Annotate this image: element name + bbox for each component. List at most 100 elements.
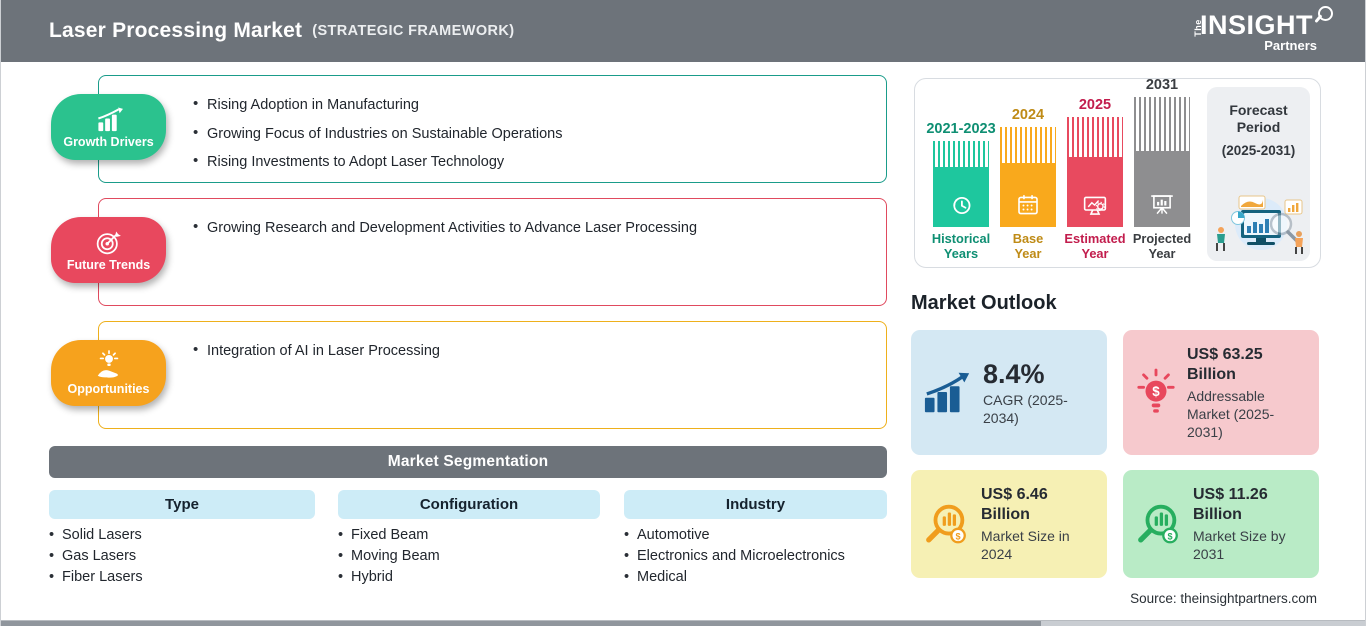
- segment-header-industry: Industry: [624, 490, 887, 519]
- forecast-period-panel: Forecast Period (2025-2031): [1207, 87, 1310, 261]
- list-item: Hybrid: [338, 567, 440, 588]
- opportunities-list: Integration of AI in Laser Processing: [193, 342, 886, 359]
- insight-partners-logo: The INSIGHT Partners: [1193, 6, 1333, 55]
- timeline-caption: Estimated Year: [1064, 231, 1126, 261]
- segment-header-label: Type: [165, 496, 199, 513]
- addressable-market-card: $ US$ 63.25 Billion Addressable Market (…: [1123, 330, 1319, 455]
- bulb-dollar-icon: $: [1135, 368, 1177, 418]
- future-trends-list: Growing Research and Development Activit…: [193, 219, 886, 236]
- list-item: Solid Lasers: [49, 525, 143, 546]
- bullet-item: Rising Adoption in Manufacturing: [193, 96, 886, 113]
- market-size-2031-value: US$ 11.26 Billion: [1193, 486, 1268, 523]
- timeline-bar: [1067, 117, 1123, 227]
- timeline-bar-projected: 2031 Projected Year: [1133, 77, 1191, 261]
- timeline-caption: Base Year: [1012, 231, 1044, 261]
- forecast-line: Period: [1236, 119, 1281, 135]
- market-segmentation-bar: Market Segmentation: [49, 446, 887, 478]
- timeline-year: 2025: [1078, 97, 1112, 113]
- badge-label: Growth Drivers: [63, 134, 154, 149]
- cagr-value: 8.4%: [983, 358, 1045, 389]
- bar-stripes: [1000, 127, 1056, 163]
- analytics-illustration: [1216, 195, 1303, 254]
- badge-label: Future Trends: [66, 258, 151, 272]
- monitor-gear-icon: [1083, 196, 1107, 215]
- timeline-bar-estimated: 2025 Estimated Year: [1064, 97, 1126, 261]
- logo-word-partners: Partners: [1264, 38, 1317, 53]
- magnifier-icon: [1318, 6, 1333, 21]
- target-dart-icon: [96, 231, 121, 255]
- timeline-bar: [1134, 97, 1190, 227]
- growth-drivers-box: Rising Adoption in Manufacturing Growing…: [98, 75, 887, 183]
- clock-history-icon: [953, 196, 971, 215]
- header-bar: Laser Processing Market (STRATEGIC FRAME…: [1, 0, 1365, 62]
- forecast-period-title: Forecast Period: [1207, 102, 1310, 136]
- bar-stripes: [1067, 117, 1123, 157]
- opportunities-box: Integration of AI in Laser Processing: [98, 321, 887, 429]
- caption-line: Base: [1012, 231, 1044, 246]
- bar-stripes: [1134, 97, 1190, 151]
- source-attribution: Source: theinsightpartners.com: [1130, 591, 1317, 606]
- page-title: Laser Processing Market: [49, 19, 303, 42]
- bullet-item: Growing Focus of Industries on Sustainab…: [193, 125, 886, 142]
- timeline-bar: [1000, 127, 1056, 227]
- timeline-caption: Historical Years: [931, 231, 991, 261]
- caption-line: Historical: [931, 231, 991, 246]
- list-item: Moving Beam: [338, 546, 440, 567]
- list-item: Electronics and Microelectronics: [624, 546, 845, 567]
- timeline-year: 2024: [1011, 107, 1045, 123]
- caption-line: Estimated: [1064, 231, 1126, 246]
- market-size-2024-caption: Market Size in 2024: [981, 528, 1070, 562]
- caption-line: Year: [1081, 245, 1109, 261]
- caption-line: Year: [1014, 245, 1042, 261]
- segment-header-configuration: Configuration: [338, 490, 600, 519]
- growth-arrow-bars-icon: [923, 371, 973, 415]
- magnifier-chart-icon: $: [923, 500, 971, 548]
- bullet-item: Integration of AI in Laser Processing: [193, 342, 886, 359]
- projector-screen-icon: [1151, 195, 1173, 215]
- timeline-bar-historical: 2021-2023 Historical Years: [926, 121, 995, 261]
- cagr-card: 8.4% CAGR (2025-2034): [911, 330, 1107, 455]
- growth-drivers-list: Rising Adoption in Manufacturing Growing…: [193, 96, 886, 170]
- type-items: Solid Lasers Gas Lasers Fiber Lasers: [49, 525, 143, 588]
- opportunities-badge: Opportunities: [51, 340, 166, 406]
- list-item: Fixed Beam: [338, 525, 440, 546]
- forecast-period-range: (2025-2031): [1221, 143, 1296, 158]
- configuration-items: Fixed Beam Moving Beam Hybrid: [338, 525, 440, 588]
- svg-text:$: $: [956, 531, 961, 541]
- timeline-year: 2021-2023: [926, 121, 996, 137]
- caption-line: Years: [943, 245, 979, 261]
- bullet-item: Rising Investments to Adopt Laser Techno…: [193, 153, 886, 170]
- badge-label: Opportunities: [67, 382, 150, 396]
- timeline-caption: Projected Year: [1132, 231, 1192, 261]
- timeline-bar: [933, 141, 989, 227]
- market-size-2031-card: $ US$ 11.26 Billion Market Size by 2031: [1123, 470, 1319, 578]
- market-size-2024-card: $ US$ 6.46 Billion Market Size in 2024: [911, 470, 1107, 578]
- segment-header-label: Industry: [725, 496, 786, 513]
- research-timeline-panel: 2021-2023 Historical Years 2024: [914, 77, 1321, 268]
- addressable-market-value: US$ 63.25 Billion: [1187, 345, 1263, 383]
- list-item: Medical: [624, 567, 845, 588]
- logo-word-insight: INSIGHT: [1200, 10, 1314, 40]
- forecast-line: Forecast: [1229, 102, 1288, 118]
- market-segmentation-title: Market Segmentation: [387, 453, 549, 470]
- segment-header-label: Configuration: [419, 496, 519, 513]
- horizontal-scrollbar[interactable]: [1, 620, 1365, 626]
- future-trends-badge: Future Trends: [51, 217, 166, 283]
- caption-line: Year: [1148, 245, 1176, 261]
- bar-stripes: [933, 141, 989, 167]
- list-item: Automotive: [624, 525, 845, 546]
- market-size-2024-value: US$ 6.46 Billion: [981, 486, 1048, 523]
- magnifier-chart-icon: $: [1135, 500, 1183, 548]
- horizontal-scrollbar-thumb[interactable]: [1, 621, 1041, 626]
- timeline-bar-base: 2024 Base Year: [999, 107, 1057, 261]
- industry-items: Automotive Electronics and Microelectron…: [624, 525, 845, 588]
- calendar-icon: [1018, 195, 1038, 215]
- market-outlook-title: Market Outlook: [911, 292, 1057, 314]
- person-left: [1216, 227, 1225, 251]
- person-right: [1295, 231, 1303, 254]
- caption-line: Projected: [1132, 231, 1192, 246]
- growth-bars-icon: [97, 106, 123, 131]
- list-item: Gas Lasers: [49, 546, 143, 567]
- timeline-year: 2031: [1145, 77, 1179, 93]
